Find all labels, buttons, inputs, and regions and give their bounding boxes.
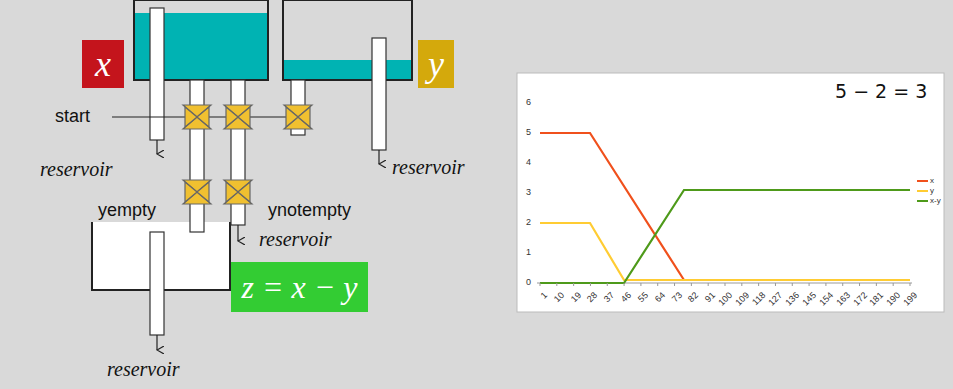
variable-name: x (95, 43, 111, 85)
axis-tick (893, 283, 894, 286)
outlet-label: reservoir (259, 228, 332, 251)
tank-y (283, 0, 412, 80)
variable-name: z = x − y (241, 269, 357, 306)
axis-ticks (540, 283, 910, 286)
axis-tick (674, 283, 675, 286)
outflow-arrows (157, 140, 379, 350)
axis-tick (556, 283, 557, 286)
axis-tick (859, 283, 860, 286)
axis-tick (876, 283, 877, 286)
legend-swatch (917, 200, 928, 202)
valves (183, 105, 312, 204)
result-box: z = x − y (231, 262, 368, 312)
axis-tick (590, 283, 591, 286)
signal-name: yempty (98, 200, 156, 221)
y-tick-label: 5 (526, 127, 531, 137)
y-tick-label: 1 (526, 247, 531, 257)
pipes (150, 8, 386, 335)
axis-tick (540, 283, 541, 286)
axis-tick (910, 283, 911, 286)
signal-name: ynotempty (268, 200, 351, 221)
chart-lines (540, 133, 910, 283)
chart-panel (517, 73, 944, 312)
equation-note: 5 − 2 = 3 (835, 80, 927, 102)
legend-row: y (917, 186, 934, 195)
axis-tick (775, 283, 776, 286)
axis-tick (725, 283, 726, 286)
variable-name: y (428, 43, 444, 85)
variable-box: x (82, 40, 124, 88)
axis-tick (758, 283, 759, 286)
legend-row: x-y (917, 196, 941, 205)
axis-tick (657, 283, 658, 286)
outlet-label: reservoir (107, 358, 180, 381)
axis-tick (691, 283, 692, 286)
outlet-label: reservoir (392, 156, 465, 179)
axis-tick (624, 283, 625, 286)
variable-box: y (418, 40, 454, 88)
y-tick-label: 6 (526, 97, 531, 107)
axis-tick (809, 283, 810, 286)
signal-name: start (55, 106, 90, 127)
y-tick-label: 2 (526, 217, 531, 227)
axis-tick (842, 283, 843, 286)
y-tick-label: 0 (526, 277, 531, 287)
outlet-label: reservoir (40, 158, 113, 181)
legend-row: x (917, 176, 934, 185)
y-tick-label: 4 (526, 157, 531, 167)
axis-tick (640, 283, 641, 286)
legend-text: x-y (930, 196, 941, 205)
axis-tick (573, 283, 574, 286)
y-tick-label: 3 (526, 187, 531, 197)
axis-tick (607, 283, 608, 286)
axis-tick (741, 283, 742, 286)
legend-swatch (917, 190, 928, 192)
axis-tick (792, 283, 793, 286)
legend-text: y (930, 186, 934, 195)
axis-tick (708, 283, 709, 286)
legend-swatch (917, 180, 928, 182)
legend-text: x (930, 176, 934, 185)
axis-tick (825, 283, 826, 286)
